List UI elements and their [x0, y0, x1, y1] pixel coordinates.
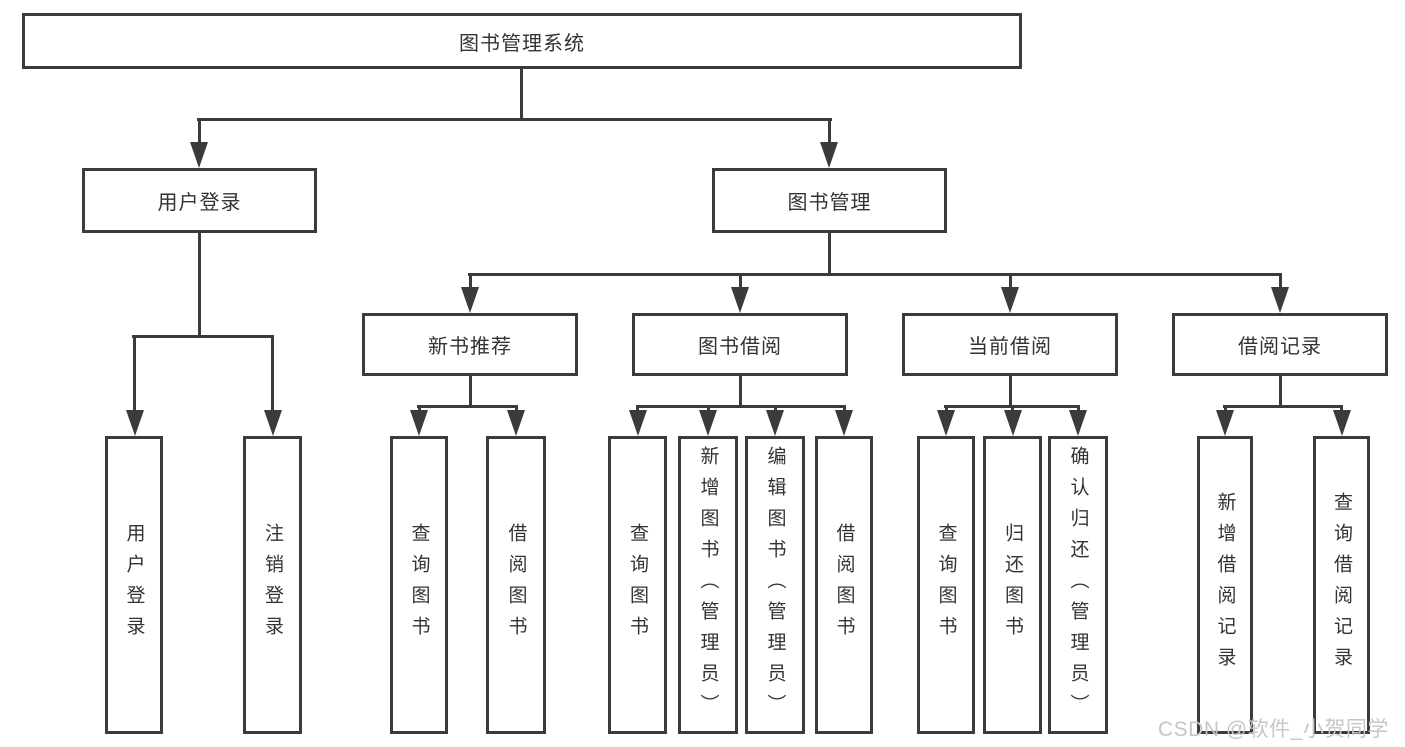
connector-vline	[1340, 405, 1343, 414]
connector-vline	[271, 335, 274, 413]
arrow-down-icon	[190, 142, 208, 168]
connector-vline	[1077, 405, 1080, 414]
connector-vline	[133, 335, 136, 413]
node-borrow-records: 借阅记录	[1172, 313, 1388, 376]
node-book-management: 图书管理	[712, 168, 947, 233]
connector-vline	[515, 405, 518, 414]
leaf-edit-book-admin: 编辑图书（管理员）	[745, 436, 805, 734]
arrow-down-icon	[766, 410, 784, 436]
arrow-down-icon	[264, 410, 282, 436]
arrow-down-icon	[1001, 287, 1019, 313]
leaf-borrow-books: 借阅图书	[815, 436, 873, 734]
node-label: 借阅图书	[833, 523, 855, 647]
node-new-book-recommend: 新书推荐	[362, 313, 578, 376]
node-label: 新增图书（管理员）	[697, 445, 719, 725]
node-user-login: 用户登录	[82, 168, 317, 233]
arrow-down-icon	[731, 287, 749, 313]
node-label: 当前借阅	[968, 336, 1052, 358]
csdn-watermark: CSDN @软件_小贺同学	[1158, 718, 1389, 741]
arrow-down-icon	[1333, 410, 1351, 436]
node-current-borrow: 当前借阅	[902, 313, 1118, 376]
node-label: 图书管理	[787, 192, 872, 214]
connector-hline	[636, 405, 846, 408]
leaf-add-book-admin: 新增图书（管理员）	[678, 436, 738, 734]
node-label: 图书管理系统	[459, 32, 585, 55]
leaf-logout: 注销登录	[243, 436, 302, 734]
arrow-down-icon	[629, 410, 647, 436]
connector-vline	[828, 118, 831, 148]
connector-vline	[520, 69, 523, 120]
leaf-query-books-borrow: 查询图书	[608, 436, 667, 734]
connector-vline	[739, 376, 742, 407]
arrow-down-icon	[1069, 410, 1087, 436]
arrow-down-icon	[835, 410, 853, 436]
connector-hline	[132, 335, 274, 338]
node-label: 归还图书	[1002, 523, 1023, 647]
connector-vline	[418, 405, 421, 414]
connector-vline	[1224, 405, 1227, 414]
arrow-down-icon	[699, 410, 717, 436]
leaf-query-books-recommend: 查询图书	[390, 436, 448, 734]
connector-hline	[197, 118, 832, 121]
arrow-down-icon	[461, 287, 479, 313]
arrow-down-icon	[820, 142, 838, 168]
node-label: 注销登录	[262, 523, 283, 647]
connector-vline	[469, 376, 472, 407]
arrow-down-icon	[126, 410, 144, 436]
connector-vline	[739, 273, 742, 291]
connector-vline	[1279, 273, 1282, 291]
connector-vline	[774, 405, 777, 414]
node-label: 图书借阅	[698, 336, 782, 358]
node-label: 用户登录	[157, 192, 242, 214]
connector-vline	[198, 118, 201, 148]
arrow-down-icon	[1216, 410, 1234, 436]
leaf-return-book: 归还图书	[983, 436, 1042, 734]
connector-vline	[469, 273, 472, 291]
node-label: 借阅记录	[1238, 336, 1322, 358]
node-label: 查询图书	[627, 523, 648, 647]
node-label: 确认归还（管理员）	[1067, 445, 1089, 725]
connector-hline	[1223, 405, 1343, 408]
arrow-down-icon	[507, 410, 525, 436]
arrow-down-icon	[1271, 287, 1289, 313]
leaf-query-borrow-record: 查询借阅记录	[1313, 436, 1370, 734]
node-label: 查询借阅记录	[1331, 492, 1352, 678]
connector-vline	[1011, 405, 1014, 414]
leaf-add-borrow-record: 新增借阅记录	[1197, 436, 1253, 734]
node-label: 查询图书	[408, 523, 430, 647]
node-label: 借阅图书	[505, 523, 527, 647]
connector-hline	[468, 273, 1282, 276]
leaf-borrow-books-recommend: 借阅图书	[486, 436, 546, 734]
connector-vline	[1009, 273, 1012, 291]
leaf-query-books-current: 查询图书	[917, 436, 975, 734]
connector-vline	[198, 233, 201, 337]
node-label: 编辑图书（管理员）	[764, 445, 786, 725]
node-label: 查询图书	[935, 523, 957, 647]
connector-vline	[636, 405, 639, 414]
connector-hline	[417, 405, 518, 408]
arrow-down-icon	[937, 410, 955, 436]
connector-vline	[945, 405, 948, 414]
node-book-borrow: 图书借阅	[632, 313, 848, 376]
node-label: 用户登录	[123, 523, 145, 647]
arrow-down-icon	[1004, 410, 1022, 436]
leaf-user-login: 用户登录	[105, 436, 163, 734]
leaf-confirm-return-admin: 确认归还（管理员）	[1048, 436, 1108, 734]
connector-vline	[1009, 376, 1012, 407]
connector-vline	[843, 405, 846, 414]
node-root-system: 图书管理系统	[22, 13, 1022, 69]
connector-vline	[707, 405, 710, 414]
node-label: 新书推荐	[428, 336, 512, 358]
connector-vline	[828, 233, 831, 275]
node-label: 新增借阅记录	[1214, 492, 1236, 678]
connector-vline	[1279, 376, 1282, 407]
arrow-down-icon	[410, 410, 428, 436]
